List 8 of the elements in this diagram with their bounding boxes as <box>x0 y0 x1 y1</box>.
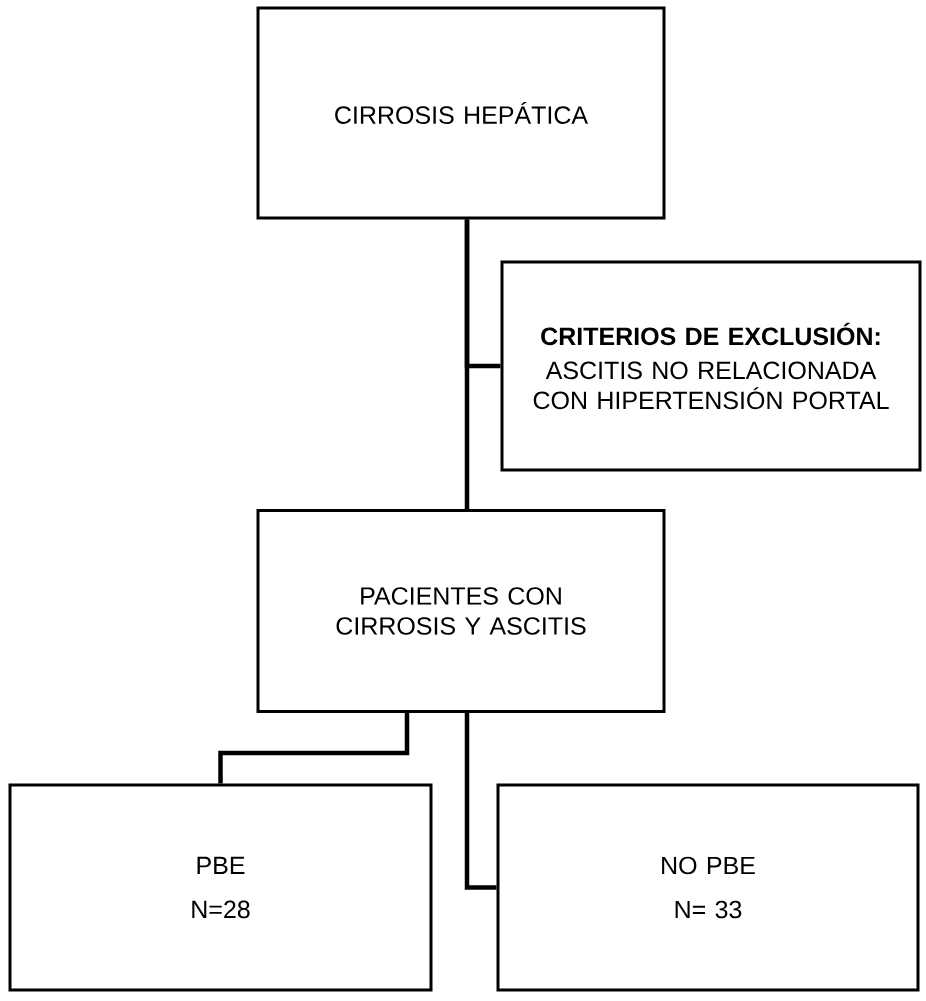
connector <box>464 713 497 890</box>
connector <box>464 219 501 369</box>
process-box: PBE N=28 <box>8 783 433 992</box>
connector <box>218 713 410 784</box>
process-box: PACIENTES CON CIRROSIS Y ASCITIS <box>256 509 666 713</box>
process-box: CRITERIOS DE EXCLUSIÓN: ASCITIS NO RELACIONADA CON HIPERTENSIÓN PORTAL <box>500 260 922 472</box>
process-box: NO PBE N= 33 <box>496 783 920 992</box>
process-box: CIRROSIS HEPÁTICA <box>256 6 666 220</box>
